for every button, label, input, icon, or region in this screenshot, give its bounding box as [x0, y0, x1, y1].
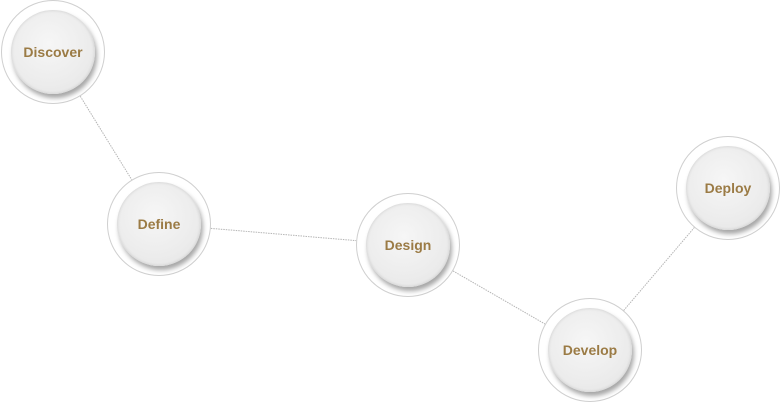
edge-discover-define [79, 96, 133, 180]
node-label: Discover [23, 44, 83, 60]
node-label: Deploy [704, 180, 752, 196]
edge-define-design [210, 227, 357, 242]
node-design-button[interactable]: Design [366, 203, 450, 287]
node-deploy-button[interactable]: Deploy [686, 146, 770, 230]
node-discover: Discover [1, 0, 105, 104]
node-design: Design [356, 193, 460, 297]
node-define: Define [107, 172, 211, 276]
node-label: Design [384, 237, 432, 253]
edge-develop-deploy [623, 227, 695, 311]
node-label: Develop [562, 342, 618, 358]
node-deploy: Deploy [676, 136, 780, 240]
node-label: Define [137, 216, 181, 232]
node-develop: Develop [538, 298, 642, 402]
node-develop-button[interactable]: Develop [548, 308, 632, 392]
node-discover-button[interactable]: Discover [11, 10, 95, 94]
node-define-button[interactable]: Define [117, 182, 201, 266]
edge-design-develop [452, 270, 546, 325]
